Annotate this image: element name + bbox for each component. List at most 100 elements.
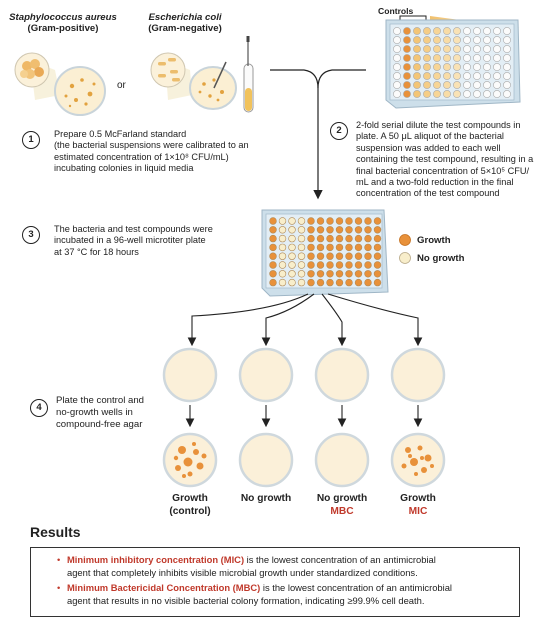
well [278,252,287,260]
agar-plates-before [162,347,446,403]
well [403,36,411,44]
well [187,471,193,477]
well [413,36,421,44]
well [433,90,441,98]
well [335,261,344,269]
well [473,81,481,89]
well [443,63,451,71]
well [443,36,451,44]
well [393,54,401,62]
well [307,261,315,269]
well [373,270,382,278]
well [453,54,461,62]
well [413,90,421,98]
well [423,72,431,80]
well [288,261,296,269]
incubation-plate [261,209,389,297]
step-3-number: 3 [22,226,40,244]
well [483,72,491,80]
well [423,63,431,71]
well [493,90,501,98]
well [463,81,471,89]
well [423,45,431,53]
well [401,463,407,469]
no-growth-legend-label: No growth [417,253,465,264]
well [288,243,296,252]
well [326,234,334,243]
well [288,226,296,234]
well [483,54,491,62]
well [403,45,411,53]
step-1-text: Prepare 0.5 McFarland standard(the bacte… [54,129,249,174]
ecoli-petri-dish [150,36,254,113]
well [373,261,382,269]
well [420,456,424,460]
well [373,252,382,260]
well [297,243,306,252]
well [453,72,461,80]
bullet-dot: • [57,554,61,565]
well [463,90,471,98]
well [423,54,431,62]
well [307,217,315,225]
well [278,226,287,234]
well [307,226,315,234]
well [335,217,344,225]
well [373,278,382,287]
well [403,63,411,71]
well [443,90,451,98]
well [493,54,501,62]
well [297,234,306,243]
staph-name: Staphylococcus aureus [9,12,117,23]
well [192,442,196,446]
well [493,27,501,35]
well [473,63,481,71]
staph-type: (Gram-positive) [27,23,99,34]
well [269,270,277,278]
well [354,261,363,269]
well [183,457,193,467]
well [354,217,363,225]
well [453,90,461,98]
well [393,63,401,71]
well [278,278,287,287]
well [413,72,421,80]
well [503,90,511,98]
growth-legend-dot [399,234,411,246]
well [269,252,277,260]
well [345,278,353,287]
well [463,45,471,53]
well [453,27,461,35]
well [463,63,471,71]
well [297,217,306,225]
well [345,226,353,234]
well [473,90,481,98]
well [269,261,277,269]
well [423,36,431,44]
well [405,447,411,453]
well [307,252,315,260]
well [278,243,287,252]
well [463,72,471,80]
well [326,217,334,225]
well [316,252,325,260]
well [443,54,451,62]
well [433,54,441,62]
well [503,81,511,89]
well [393,90,401,98]
well [421,467,427,473]
well [364,261,372,269]
well [278,270,287,278]
well [364,278,372,287]
well [463,54,471,62]
well [193,449,199,455]
well [297,252,306,260]
well [413,54,421,62]
well [493,45,501,53]
well [463,36,471,44]
well [307,243,315,252]
well [364,270,372,278]
